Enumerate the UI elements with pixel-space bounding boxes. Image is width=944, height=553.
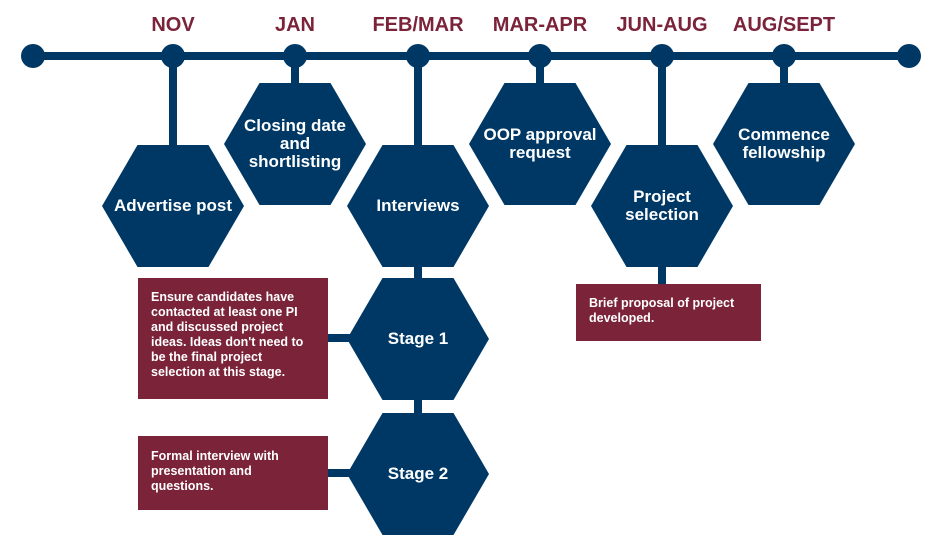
- step-hexagon-oop-approval: OOP approval request: [469, 83, 611, 205]
- stage-2-note: Formal interview with presentation and q…: [138, 436, 328, 510]
- stage-label: Stage 1: [387, 329, 449, 348]
- stage-label: Stage 2: [387, 464, 449, 483]
- timeline-start-dot: [21, 44, 45, 68]
- connector: [780, 56, 788, 86]
- step-hexagon-interviews: Interviews: [347, 145, 489, 267]
- connector: [291, 56, 299, 86]
- timeline-line: [33, 52, 909, 60]
- month-label: AUG/SEPT: [732, 14, 836, 36]
- connector: [536, 56, 544, 86]
- step-label: Interviews: [376, 196, 460, 215]
- step-label: Advertise post: [113, 196, 233, 215]
- stage-1-note: Ensure candidates have contacted at leas…: [138, 278, 328, 399]
- month-label: NOV: [151, 14, 195, 36]
- note-connector: [326, 469, 350, 477]
- stage-hexagon-2: Stage 2: [347, 413, 489, 535]
- step-hexagon-commence-fellowship: Commence fellowship: [713, 83, 855, 205]
- month-label: JAN: [274, 14, 316, 36]
- step-hexagon-project-selection: Project selection: [591, 145, 733, 267]
- month-label: JUN-AUG: [616, 14, 708, 36]
- month-label: MAR-APR: [492, 14, 588, 36]
- connector: [169, 56, 177, 151]
- note-connector: [326, 334, 350, 342]
- step-label: Closing date and shortlisting: [243, 116, 346, 171]
- step-label: OOP approval request: [483, 125, 597, 162]
- step-label: Commence fellowship: [738, 125, 830, 162]
- month-label: FEB/MAR: [372, 14, 464, 36]
- project-selection-note: Brief proposal of project developed.: [576, 284, 761, 341]
- step-hexagon-closing-date: Closing date and shortlisting: [224, 83, 366, 205]
- stage-hexagon-1: Stage 1: [347, 278, 489, 400]
- step-hexagon-advertise-post: Advertise post: [102, 145, 244, 267]
- timeline-end-dot: [897, 44, 921, 68]
- step-label: Project selection: [625, 187, 699, 224]
